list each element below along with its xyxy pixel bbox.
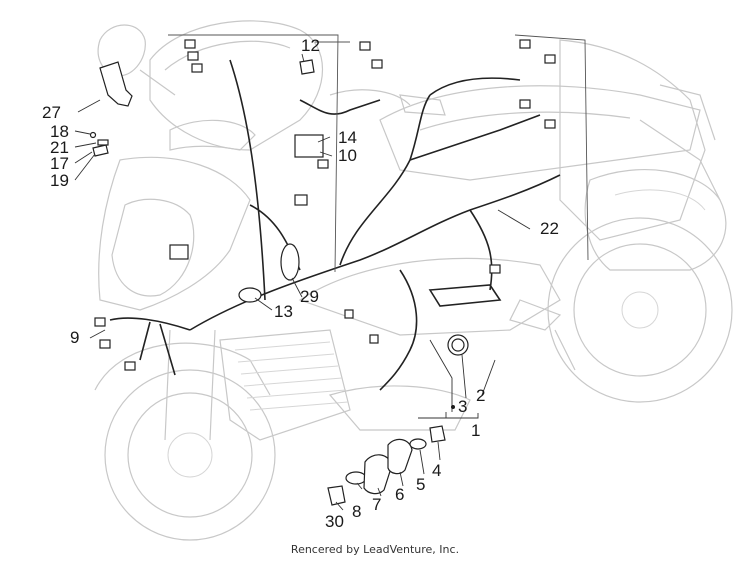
callout-22: 22: [540, 219, 559, 238]
clamp-set: [327, 425, 446, 506]
callout-9: 9: [70, 328, 79, 347]
callout-3: 3: [458, 397, 467, 416]
callout-7: 7: [372, 495, 381, 514]
callout-1: 1: [471, 421, 480, 440]
callout-8: 8: [352, 502, 361, 521]
callout-30: 30: [325, 512, 344, 531]
callout-18: 18: [50, 122, 69, 141]
scooter-outline: [94, 20, 733, 541]
callout-2: 2: [476, 386, 485, 405]
callout-29: 29: [300, 287, 319, 306]
callout-19: 19: [50, 171, 69, 190]
callout-14: 14: [338, 128, 357, 147]
callout-5: 5: [416, 475, 425, 494]
callout-21: 21: [50, 138, 69, 157]
leader-lines: [74, 53, 531, 511]
callout-6: 6: [395, 485, 404, 504]
reference-boxes: [168, 34, 589, 273]
callout-12: 12: [301, 36, 320, 55]
credit-text: Rencered by LeadVenture, Inc.: [291, 543, 459, 556]
callout-17: 17: [50, 154, 69, 173]
part-3-dot: [451, 405, 455, 409]
callout-4: 4: [432, 461, 441, 480]
wiring-harness: [109, 59, 561, 391]
callout-labels: 27 18 21 17 19 12 14 10 22 29 13 9 2 3 1…: [42, 36, 559, 531]
connectors: [89, 39, 556, 371]
callout-10: 10: [338, 146, 357, 165]
callout-27: 27: [42, 103, 61, 122]
callout-13: 13: [274, 302, 293, 321]
